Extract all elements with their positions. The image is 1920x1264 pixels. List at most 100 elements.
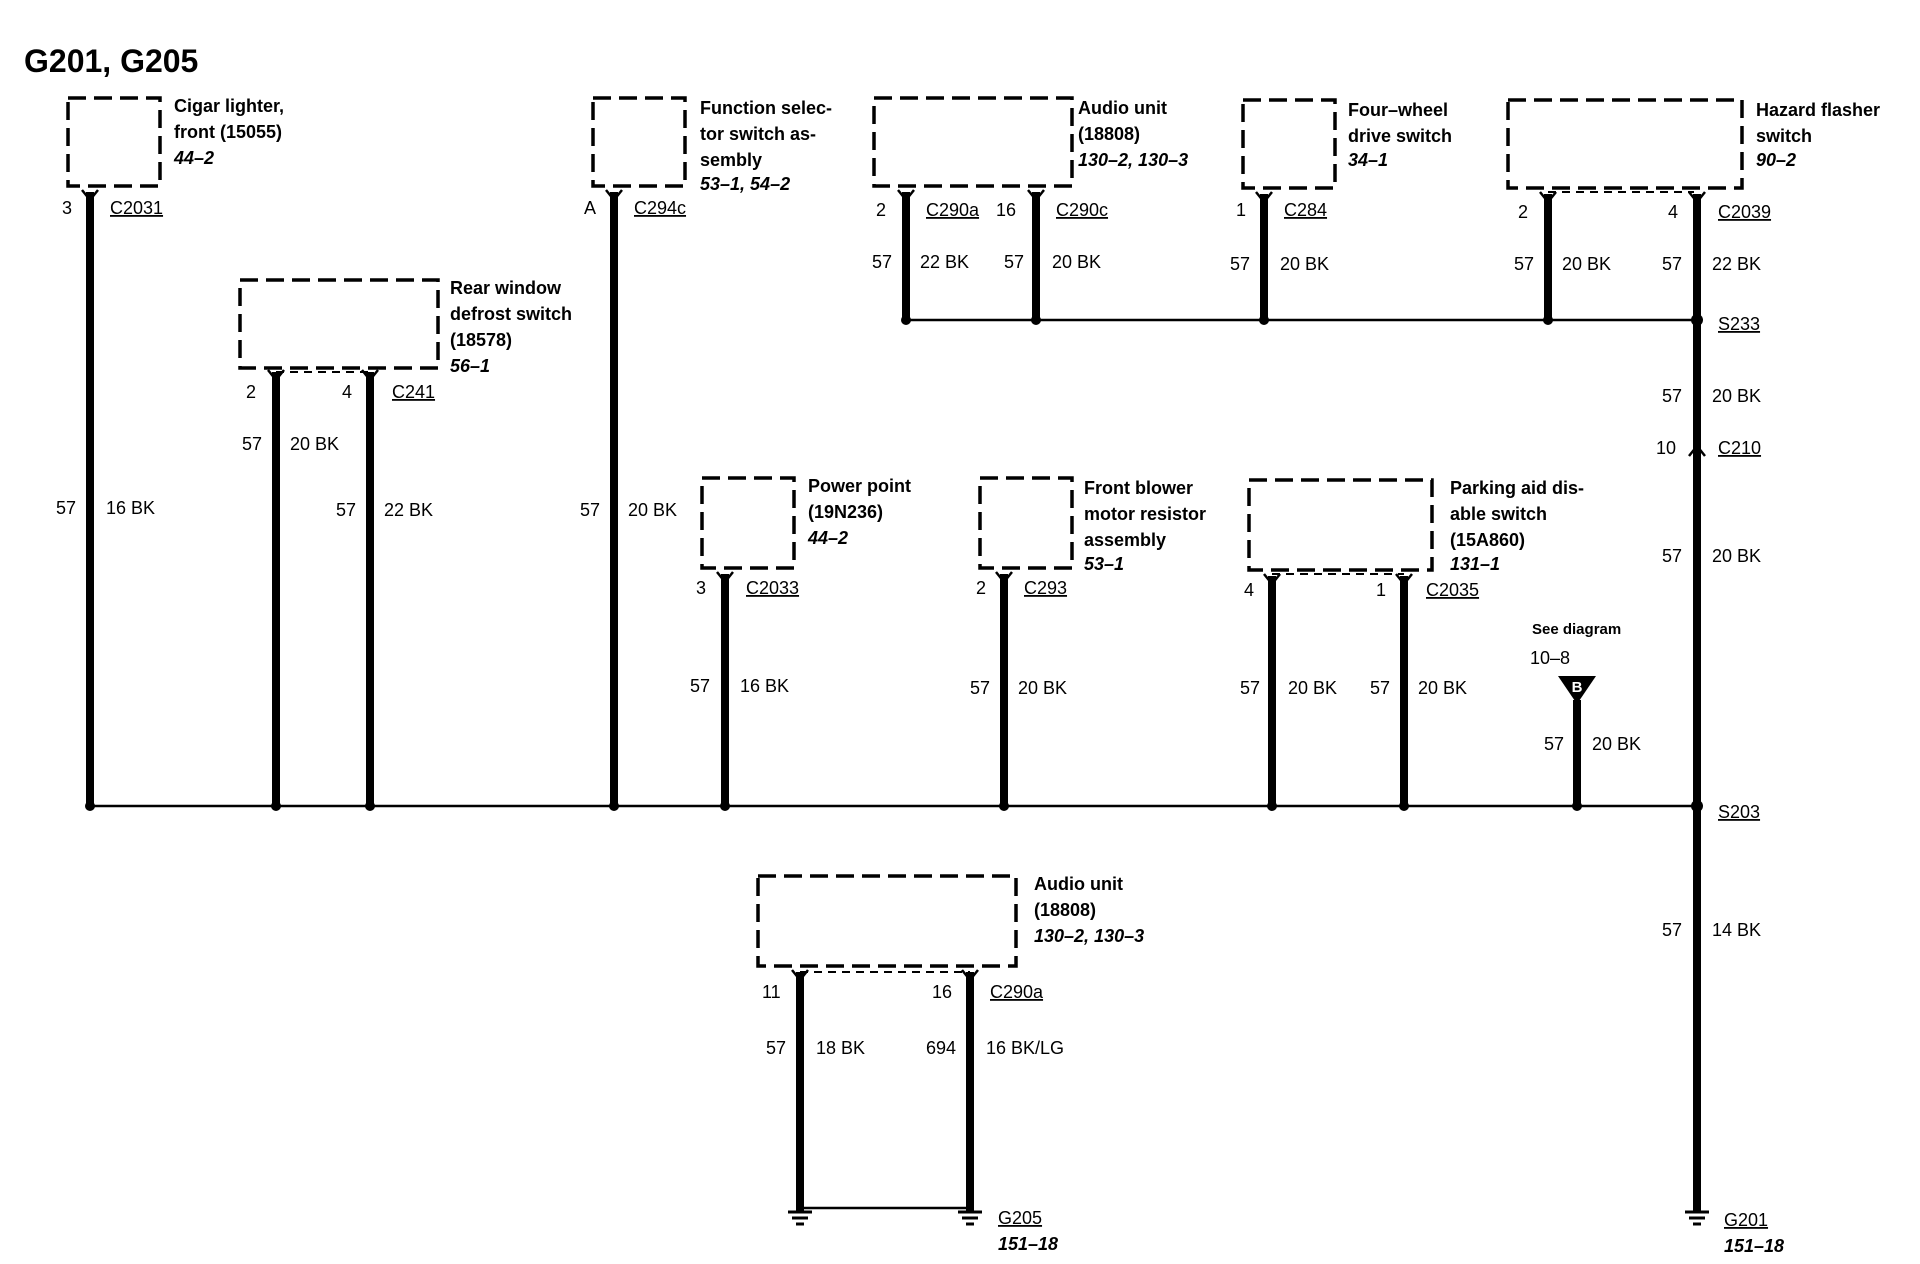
- audio-top-pin-b: 16: [996, 200, 1016, 220]
- function-selector-connector: C294c: [634, 198, 686, 218]
- power-point-name-line2: (19N236): [808, 502, 883, 522]
- cigar-circuit: 57: [56, 498, 76, 518]
- audio-unit-bottom-box: [756, 874, 1018, 968]
- hazard-ref: 90–2: [1756, 150, 1796, 170]
- blower-name-line1: Front blower: [1084, 478, 1193, 498]
- four-wheel-ref: 34–1: [1348, 150, 1388, 170]
- rear-window-name-line3: (18578): [450, 330, 512, 350]
- parking-pin-b: 1: [1376, 580, 1386, 600]
- rear-window-name-line1: Rear window: [450, 278, 562, 298]
- splice-dots: [85, 314, 1703, 812]
- cigar-ref: 44–2: [173, 148, 214, 168]
- blower-name-line2: motor resistor: [1084, 504, 1206, 524]
- function-selector-pin: A: [584, 198, 596, 218]
- function-selector-name-line2: tor switch as-: [700, 124, 816, 144]
- hazard-pin-b: 4: [1668, 202, 1678, 222]
- trunk-seg2-circuit: 57: [1662, 546, 1682, 566]
- audio-bottom-circuit-b: 694: [926, 1038, 956, 1058]
- audio-top-name-line1: Audio unit: [1078, 98, 1167, 118]
- parking-name-line3: (15A860): [1450, 530, 1525, 550]
- rear-window-wire-a: 20 BK: [290, 434, 339, 454]
- rear-window-pin-a: 2: [246, 382, 256, 402]
- trunk-seg2-wire: 20 BK: [1712, 546, 1761, 566]
- audio-bottom-wire-a: 18 BK: [816, 1038, 865, 1058]
- see-diagram-badge-icon: [1558, 676, 1596, 704]
- power-point-wire: 16 BK: [740, 676, 789, 696]
- ground-g205: G205: [998, 1208, 1042, 1228]
- blower-connector: C293: [1024, 578, 1067, 598]
- hazard-wire-a: 20 BK: [1562, 254, 1611, 274]
- cigar-name-line1: Cigar lighter,: [174, 96, 284, 116]
- hazard-circuit-a: 57: [1514, 254, 1534, 274]
- cigar-name-line2: front (15055): [174, 122, 282, 142]
- diagram-title: G201, G205: [24, 43, 198, 79]
- power-point-circuit: 57: [690, 676, 710, 696]
- parking-name-line1: Parking aid dis-: [1450, 478, 1584, 498]
- four-wheel-drive-box: [1241, 98, 1337, 190]
- see-diagram-badge-letter: B: [1572, 679, 1583, 696]
- ground-g201: G201: [1724, 1210, 1768, 1230]
- rear-window-box: [238, 278, 440, 370]
- function-selector-name-line1: Function selec-: [700, 98, 832, 118]
- cigar-wire: 16 BK: [106, 498, 155, 518]
- rear-window-pin-b: 4: [342, 382, 352, 402]
- parking-connector: C2035: [1426, 580, 1479, 600]
- trunk-seg1-wire: 20 BK: [1712, 386, 1761, 406]
- hazard-circuit-b: 57: [1662, 254, 1682, 274]
- splice-s233: S233: [1718, 314, 1760, 334]
- parking-aid-box: [1247, 478, 1434, 572]
- audio-top-wire-a: 22 BK: [920, 252, 969, 272]
- ground-g205-ref: 151–18: [998, 1234, 1058, 1254]
- cigar-pin: 3: [62, 198, 72, 218]
- rear-window-name-line2: defrost switch: [450, 304, 572, 324]
- hazard-connector: C2039: [1718, 202, 1771, 222]
- hazard-name-line2: switch: [1756, 126, 1812, 146]
- blower-wire: 20 BK: [1018, 678, 1067, 698]
- function-selector-box: [591, 96, 687, 188]
- audio-bottom-circuit-a: 57: [766, 1038, 786, 1058]
- front-blower-box: [978, 476, 1074, 570]
- rear-window-connector: C241: [392, 382, 435, 402]
- hazard-pin-a: 2: [1518, 202, 1528, 222]
- parking-circuit-a: 57: [1240, 678, 1260, 698]
- ground-icon: [1685, 1210, 1709, 1226]
- component-boxes: [66, 96, 1744, 968]
- function-selector-ref: 53–1, 54–2: [700, 174, 790, 194]
- function-selector-wire: 20 BK: [628, 500, 677, 520]
- power-point-name-line1: Power point: [808, 476, 911, 496]
- audio-bottom-name-line1: Audio unit: [1034, 874, 1123, 894]
- hazard-wire-b: 22 BK: [1712, 254, 1761, 274]
- wires: [86, 192, 1701, 1212]
- audio-top-connector-b: C290c: [1056, 200, 1108, 220]
- audio-bottom-pin-a: 11: [762, 982, 781, 1002]
- rear-window-circuit-a: 57: [242, 434, 262, 454]
- audio-top-circuit-b: 57: [1004, 252, 1024, 272]
- audio-top-ref: 130–2, 130–3: [1078, 150, 1188, 170]
- parking-wire-b: 20 BK: [1418, 678, 1467, 698]
- four-wheel-name-line1: Four–wheel: [1348, 100, 1448, 120]
- rear-window-wire-b: 22 BK: [384, 500, 433, 520]
- four-wheel-circuit: 57: [1230, 254, 1250, 274]
- trunk-seg3-circuit: 57: [1662, 920, 1682, 940]
- power-point-box: [700, 476, 796, 570]
- parking-ref: 131–1: [1450, 554, 1500, 574]
- trunk-seg3-wire: 14 BK: [1712, 920, 1761, 940]
- ground-icon: [788, 1210, 812, 1226]
- audio-bottom-name-line2: (18808): [1034, 900, 1096, 920]
- power-point-ref: 44–2: [807, 528, 848, 548]
- connector-c210: C210: [1718, 438, 1761, 458]
- audio-top-wire-b: 20 BK: [1052, 252, 1101, 272]
- rear-window-ref: 56–1: [450, 356, 490, 376]
- power-point-pin: 3: [696, 578, 706, 598]
- hazard-flasher-box: [1506, 98, 1744, 190]
- blower-name-line3: assembly: [1084, 530, 1166, 550]
- four-wheel-wire: 20 BK: [1280, 254, 1329, 274]
- see-diagram-wire: 20 BK: [1592, 734, 1641, 754]
- c210-pin: 10: [1656, 438, 1676, 458]
- ground-g201-ref: 151–18: [1724, 1236, 1784, 1256]
- parking-pin-a: 4: [1244, 580, 1254, 600]
- parking-circuit-b: 57: [1370, 678, 1390, 698]
- rear-window-circuit-b: 57: [336, 500, 356, 520]
- four-wheel-pin: 1: [1236, 200, 1246, 220]
